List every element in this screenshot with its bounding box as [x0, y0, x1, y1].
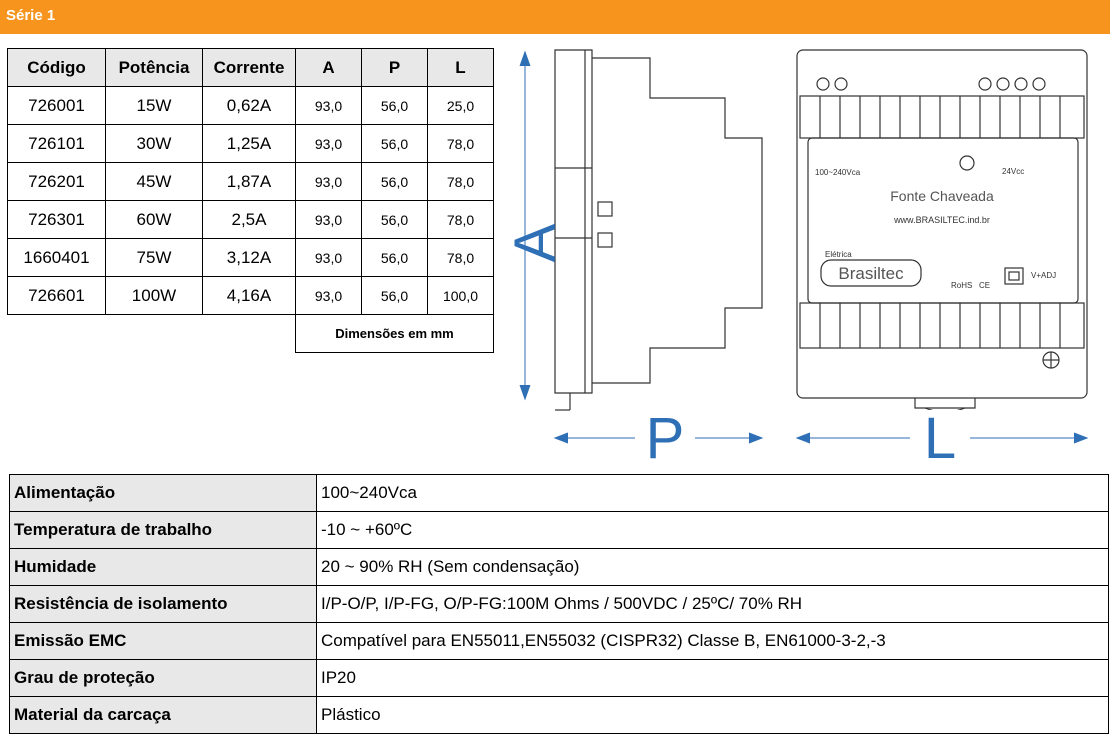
product-name: Fonte Chaveada — [890, 188, 994, 204]
dimension-a — [519, 50, 531, 401]
cell-l: 78,0 — [427, 238, 494, 277]
adj-label: V+ADJ — [1031, 271, 1056, 280]
property-value: Plástico — [316, 696, 1109, 734]
property-label: Grau de proteção — [9, 659, 317, 697]
property-row: Resistência de isolamento I/P-O/P, I/P-F… — [9, 585, 1109, 623]
property-value: IP20 — [316, 659, 1109, 697]
cell-potencia: 15W — [105, 86, 203, 125]
cell-potencia: 75W — [105, 238, 203, 277]
side-view — [554, 49, 763, 411]
property-value: 20 ~ 90% RH (Sem condensação) — [316, 548, 1109, 586]
cell-p: 56,0 — [361, 276, 428, 315]
cell-codigo: 726301 — [7, 200, 106, 239]
cell-p: 56,0 — [361, 124, 428, 163]
col-header-p: P — [361, 48, 428, 87]
cell-l: 78,0 — [427, 162, 494, 201]
cell-corrente: 1,25A — [202, 124, 296, 163]
series-title: Série 1 — [6, 7, 56, 24]
col-header-codigo: Código — [7, 48, 106, 87]
property-label: Resistência de isolamento — [9, 585, 317, 623]
note-row: Dimensões em mm — [8, 314, 494, 353]
output-label: 24Vcc — [1002, 167, 1024, 176]
table-row: 726101 30W 1,25A 93,0 56,0 78,0 — [7, 124, 494, 163]
table-row: 726301 60W 2,5A 93,0 56,0 78,0 — [7, 200, 494, 239]
brand-small: Elétrica — [825, 250, 852, 259]
spec-header-row: Código Potência Corrente A P L — [7, 48, 494, 87]
technical-drawing: A P — [503, 49, 1089, 468]
cell-codigo: 726101 — [7, 124, 106, 163]
cell-potencia: 30W — [105, 124, 203, 163]
property-label: Alimentação — [9, 474, 317, 512]
label-p: P — [646, 406, 685, 468]
table-row: 1660401 75W 3,12A 93,0 56,0 78,0 — [7, 238, 494, 277]
cell-a: 93,0 — [295, 86, 362, 125]
cell-codigo: 1660401 — [7, 238, 106, 277]
cell-p: 56,0 — [361, 162, 428, 201]
cell-p: 56,0 — [361, 200, 428, 239]
dimensions-note: Dimensões em mm — [295, 314, 494, 353]
property-label: Material da carcaça — [9, 696, 317, 734]
col-header-potencia: Potência — [105, 48, 203, 87]
cell-corrente: 3,12A — [202, 238, 296, 277]
property-label: Humidade — [9, 548, 317, 586]
property-value: I/P-O/P, I/P-FG, O/P-FG:100M Ohms / 500V… — [316, 585, 1109, 623]
cell-corrente: 2,5A — [202, 200, 296, 239]
cell-potencia: 100W — [105, 276, 203, 315]
label-a: A — [503, 223, 568, 262]
input-label: 100~240Vca — [815, 168, 861, 177]
rohs-mark: RoHS — [951, 281, 972, 290]
property-value: Compatível para EN55011,EN55032 (CISPR32… — [316, 622, 1109, 660]
property-row: Humidade 20 ~ 90% RH (Sem condensação) — [9, 548, 1109, 586]
table-row: 726601 100W 4,16A 93,0 56,0 100,0 — [7, 276, 494, 315]
cell-potencia: 45W — [105, 162, 203, 201]
cell-a: 93,0 — [295, 162, 362, 201]
property-row: Material da carcaça Plástico — [9, 696, 1109, 734]
cell-codigo: 726601 — [7, 276, 106, 315]
col-header-l: L — [427, 48, 494, 87]
property-row: Grau de proteção IP20 — [9, 659, 1109, 697]
front-view — [796, 49, 1088, 413]
property-row: Emissão EMC Compatível para EN55011,EN55… — [9, 622, 1109, 660]
cell-p: 56,0 — [361, 238, 428, 277]
cell-l: 100,0 — [427, 276, 494, 315]
label-l: L — [924, 406, 956, 468]
cell-corrente: 4,16A — [202, 276, 296, 315]
table-row: 726001 15W 0,62A 93,0 56,0 25,0 — [7, 86, 494, 125]
property-row: Temperatura de trabalho -10 ~ +60ºC — [9, 511, 1109, 549]
ce-mark: CE — [979, 281, 990, 290]
property-label: Emissão EMC — [9, 622, 317, 660]
spec-table: Código Potência Corrente A P L 726001 15… — [7, 48, 494, 353]
cell-corrente: 0,62A — [202, 86, 296, 125]
property-value: -10 ~ +60ºC — [316, 511, 1109, 549]
cell-l: 78,0 — [427, 200, 494, 239]
cell-a: 93,0 — [295, 200, 362, 239]
property-row: Alimentação 100~240Vca — [9, 474, 1109, 512]
col-header-a: A — [295, 48, 362, 87]
cell-a: 93,0 — [295, 124, 362, 163]
series-header: Série 1 — [0, 0, 1110, 34]
cell-l: 78,0 — [427, 124, 494, 163]
cell-p: 56,0 — [361, 86, 428, 125]
brand-logo: Brasiltec — [838, 264, 904, 283]
cell-a: 93,0 — [295, 276, 362, 315]
cell-codigo: 726201 — [7, 162, 106, 201]
cell-codigo: 726001 — [7, 86, 106, 125]
cell-corrente: 1,87A — [202, 162, 296, 201]
website: www.BRASILTEC.ind.br — [893, 215, 990, 225]
cell-a: 93,0 — [295, 238, 362, 277]
properties-table: Alimentação 100~240Vca Temperatura de tr… — [9, 474, 1109, 734]
col-header-corrente: Corrente — [202, 48, 296, 87]
cell-potencia: 60W — [105, 200, 203, 239]
table-row: 726201 45W 1,87A 93,0 56,0 78,0 — [7, 162, 494, 201]
property-label: Temperatura de trabalho — [9, 511, 317, 549]
property-value: 100~240Vca — [316, 474, 1109, 512]
cell-l: 25,0 — [427, 86, 494, 125]
